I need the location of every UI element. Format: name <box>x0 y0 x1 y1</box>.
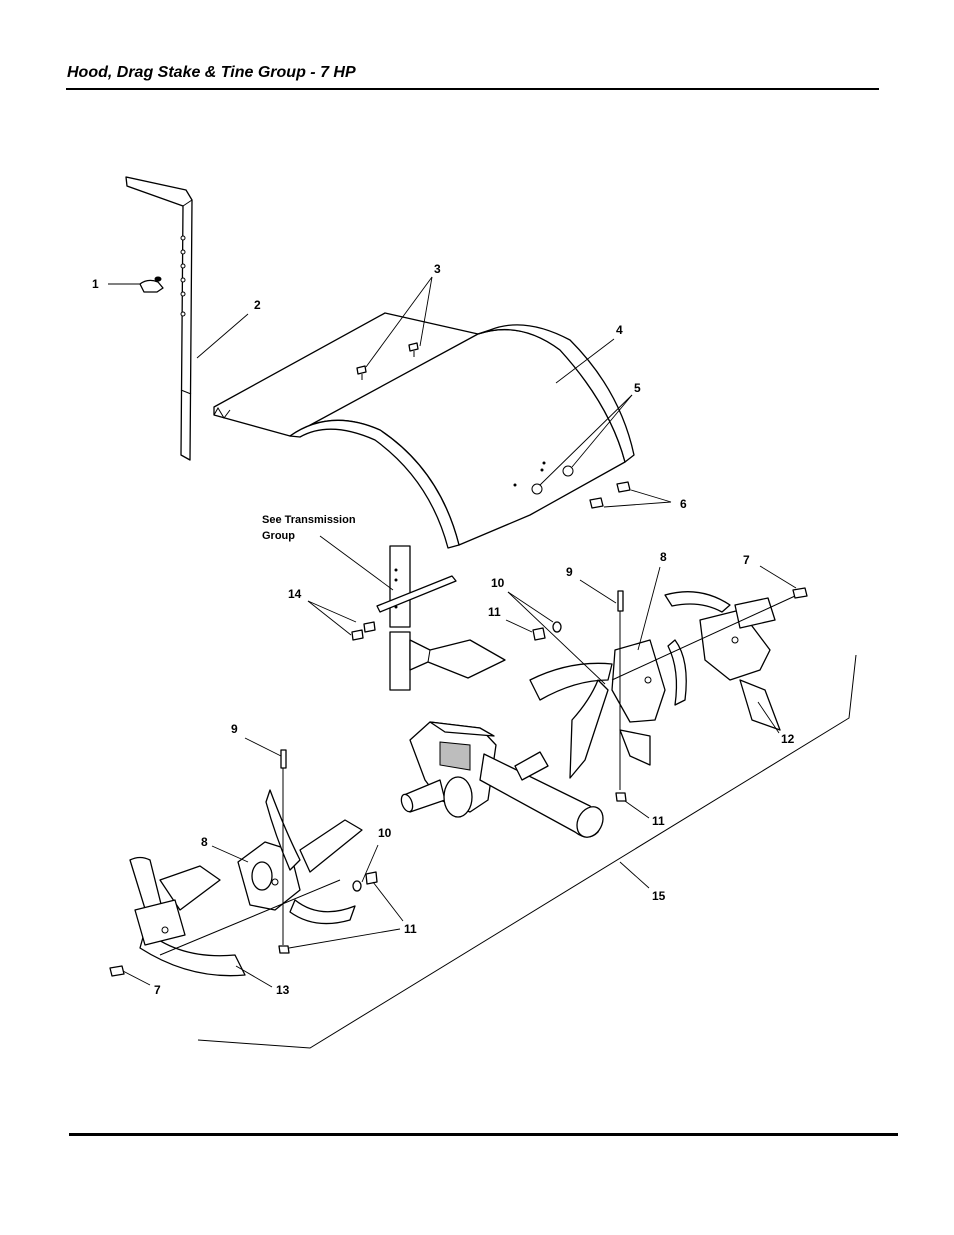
washer-nut-left <box>352 871 378 892</box>
callout-12: 12 <box>781 732 795 746</box>
callout-3: 3 <box>434 262 441 276</box>
page-title: Hood, Drag Stake & Tine Group - 7 HP <box>67 64 356 81</box>
bolts-6 <box>589 481 631 509</box>
hood <box>213 312 635 549</box>
bolt-7-right <box>792 587 808 599</box>
screws-3 <box>356 342 419 380</box>
callout-14: 14 <box>288 587 302 601</box>
right-tine-assembly <box>529 591 796 779</box>
tine-assembly-outline <box>197 654 857 1049</box>
bolt-7-left <box>109 965 125 977</box>
callout-9-left: 9 <box>231 722 238 736</box>
see-transmission-note-line2: Group <box>262 530 295 542</box>
callout-9-right: 9 <box>566 565 573 579</box>
callout-11-left: 11 <box>404 922 417 936</box>
leader-lines <box>108 276 797 988</box>
callout-13: 13 <box>276 983 290 997</box>
hitch-pin <box>139 276 164 293</box>
see-transmission-note-line1: See Transmission <box>262 514 356 526</box>
callout-8-right: 8 <box>660 550 667 564</box>
gearbox-and-shaft <box>400 721 604 838</box>
footer-rule <box>69 1133 898 1136</box>
callout-2: 2 <box>254 298 261 312</box>
callout-8-left: 8 <box>201 835 208 849</box>
callout-15: 15 <box>652 889 666 903</box>
pin-9-left <box>278 749 290 954</box>
callout-7-left: 7 <box>154 983 161 997</box>
callout-4: 4 <box>616 323 623 337</box>
callout-6: 6 <box>680 497 687 511</box>
pin-9-right <box>615 590 627 802</box>
callout-5: 5 <box>634 381 641 395</box>
callout-10-left: 10 <box>378 826 392 840</box>
drag-stake-bracket <box>376 545 506 691</box>
header-rule <box>66 88 879 90</box>
callout-7-right: 7 <box>743 553 750 567</box>
bolts-14 <box>351 621 376 641</box>
washer-nut-right <box>532 621 562 641</box>
callout-10-right: 10 <box>491 576 505 590</box>
callout-11-lower-right: 11 <box>652 814 665 828</box>
callout-1: 1 <box>92 277 99 291</box>
drag-stake <box>125 176 193 461</box>
left-tine-assembly <box>129 789 363 977</box>
callout-11-right: 11 <box>488 605 501 619</box>
